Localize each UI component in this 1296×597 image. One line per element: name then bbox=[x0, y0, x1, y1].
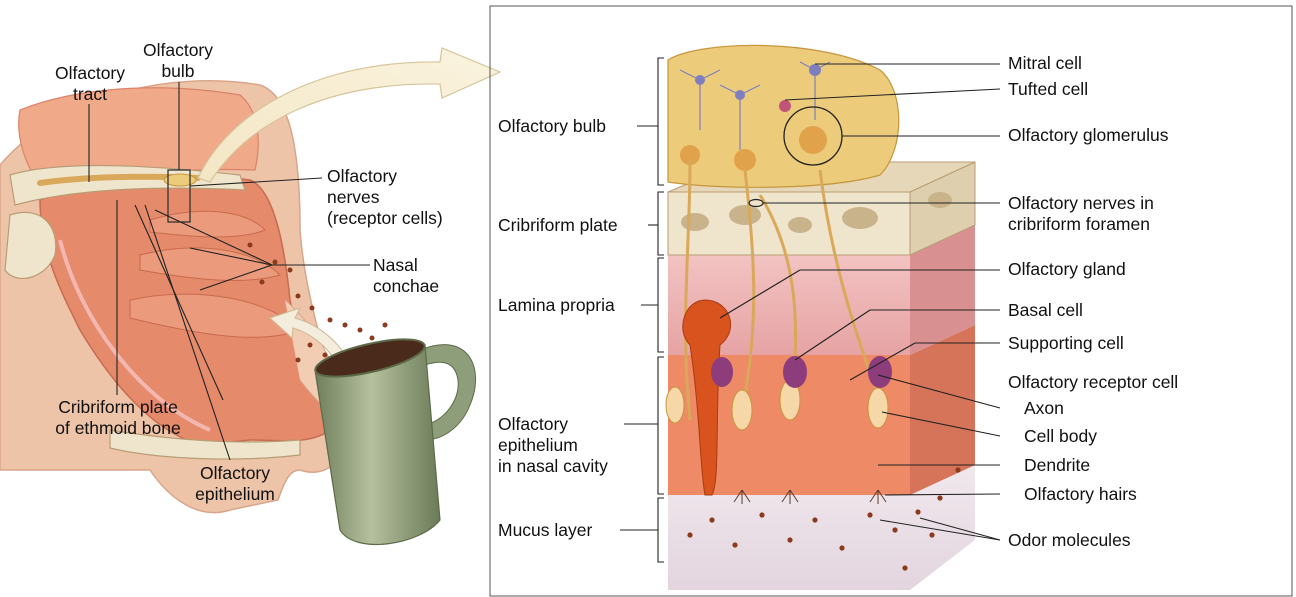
label-olfactory-tract: Olfactory tract bbox=[40, 63, 140, 105]
mitral-cell-body bbox=[809, 64, 821, 76]
label-cell-body: Cell body bbox=[1024, 426, 1174, 447]
label-dendrite: Dendrite bbox=[1024, 455, 1174, 476]
tufted-cell-body bbox=[779, 100, 791, 112]
label-mitral-cell: Mitral cell bbox=[1008, 53, 1208, 74]
label-olfactory-receptor-cell: Olfactory receptor cell bbox=[1008, 372, 1268, 393]
label-nasal-conchae: Nasal conchae bbox=[373, 255, 473, 297]
label-olfactory-bulb-left: Olfactory bulb bbox=[128, 40, 228, 82]
label-axon: Axon bbox=[1024, 398, 1174, 419]
label-odor-molecules: Odor molecules bbox=[1008, 530, 1208, 551]
label-tufted-cell: Tufted cell bbox=[1008, 79, 1208, 100]
label-cribriform-plate: Cribriform plate bbox=[498, 215, 648, 236]
olfactory-bulb-large bbox=[668, 45, 899, 187]
label-lamina-propria: Lamina propria bbox=[498, 295, 648, 316]
label-olfactory-bulb: Olfactory bulb bbox=[498, 116, 638, 137]
label-olfactory-nerves-foramen: Olfactory nerves in cribriform foramen bbox=[1008, 193, 1248, 235]
label-supporting-cell: Supporting cell bbox=[1008, 333, 1208, 354]
label-olfactory-hairs: Olfactory hairs bbox=[1024, 484, 1224, 505]
label-olfactory-epithelium: Olfactory epithelium in nasal cavity bbox=[498, 414, 638, 477]
olfactory-bulb-small bbox=[164, 174, 196, 186]
label-cribriform-plate-ethmoid: Cribriform plate of ethmoid bone bbox=[18, 397, 218, 439]
mug-illustration bbox=[312, 332, 475, 545]
label-olfactory-gland: Olfactory gland bbox=[1008, 259, 1208, 280]
label-basal-cell: Basal cell bbox=[1008, 300, 1208, 321]
label-mucus-layer: Mucus layer bbox=[498, 520, 628, 541]
label-olfactory-nerves: Olfactory nerves (receptor cells) bbox=[327, 166, 487, 229]
neuron-body-b bbox=[735, 90, 745, 100]
label-olfactory-glomerulus: Olfactory glomerulus bbox=[1008, 125, 1248, 146]
label-olfactory-epithelium-left: Olfactory epithelium bbox=[170, 463, 300, 505]
neuron-body-a bbox=[695, 75, 705, 85]
